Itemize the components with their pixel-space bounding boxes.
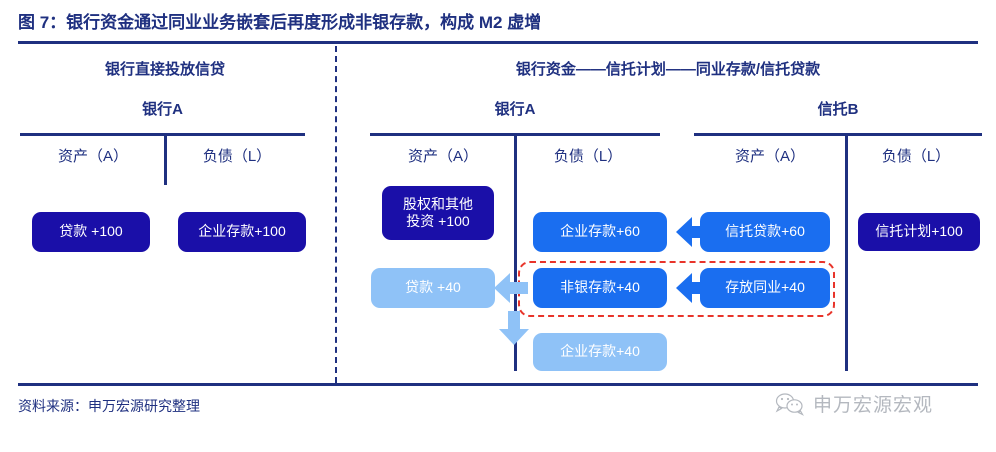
arrow-interbank-to-nonbank-deposit-icon xyxy=(676,273,710,303)
arrow-nonbank-deposit-to-loan-icon xyxy=(494,273,528,303)
box-equity-other-investment-100: 股权和其他 投资 +100 xyxy=(382,186,494,240)
footer-divider-rule xyxy=(18,383,978,386)
figure-title-bar: 图 7：银行资金通过同业业务嵌套后再度形成非银存款，构成 M2 虚增 xyxy=(0,0,996,45)
entity-title-trust-b: 信托B xyxy=(817,101,859,118)
box-trust-plan-100: 信托计划+100 xyxy=(858,213,980,251)
page-title: 图 7：银行资金通过同业业务嵌套后再度形成非银存款，构成 M2 虚增 xyxy=(18,13,542,32)
t-account-divider-bank-a xyxy=(514,133,517,371)
t-account-divider-trust-b xyxy=(845,133,848,371)
box-trust-loan-60: 信托贷款+60 xyxy=(700,212,830,252)
title-divider-rule xyxy=(18,41,978,44)
column-header-assets-left: 资产（A） xyxy=(57,148,128,165)
box-nonbank-deposit-40: 非银存款+40 xyxy=(533,268,667,308)
arrow-loan-to-corp-deposit-icon xyxy=(499,311,529,345)
left-panel-heading: 银行直接投放信贷 xyxy=(104,61,225,78)
panel-separator-dashed xyxy=(335,46,337,383)
column-header-assets-bank-a: 资产（A） xyxy=(407,148,478,165)
t-account-top-rule-left xyxy=(20,133,305,136)
watermark-label: 申万宏源宏观 xyxy=(813,395,934,416)
box-corporate-deposit-40: 企业存款+40 xyxy=(533,333,667,371)
column-header-liabilities-bank-a: 负债（L） xyxy=(553,148,623,165)
box-corporate-deposit-100: 企业存款+100 xyxy=(178,212,306,252)
source-note: 资料来源：申万宏源研究整理 xyxy=(18,398,200,414)
column-header-assets-trust-b: 资产（A） xyxy=(734,148,805,165)
t-account-top-rule-trust-b xyxy=(694,133,982,136)
t-account-divider-left xyxy=(164,133,167,185)
arrow-trust-loan-to-corp-deposit-icon xyxy=(676,217,710,247)
box-interbank-placement-40: 存放同业+40 xyxy=(700,268,830,308)
entity-title-bank-a-left: 银行A xyxy=(142,101,183,118)
right-panel-heading: 银行资金——信托计划——同业存款/信托贷款 xyxy=(515,61,821,78)
entity-title-bank-a-right: 银行A xyxy=(494,101,536,118)
box-corporate-deposit-60: 企业存款+60 xyxy=(533,212,667,252)
watermark: 申万宏源宏观 xyxy=(775,390,933,417)
box-loan-40: 贷款 +40 xyxy=(371,268,495,308)
column-header-liabilities-trust-b: 负债（L） xyxy=(881,148,951,165)
column-header-liabilities-left: 负债（L） xyxy=(202,148,272,165)
box-loan-100: 贷款 +100 xyxy=(32,212,150,252)
wechat-icon xyxy=(775,392,805,416)
